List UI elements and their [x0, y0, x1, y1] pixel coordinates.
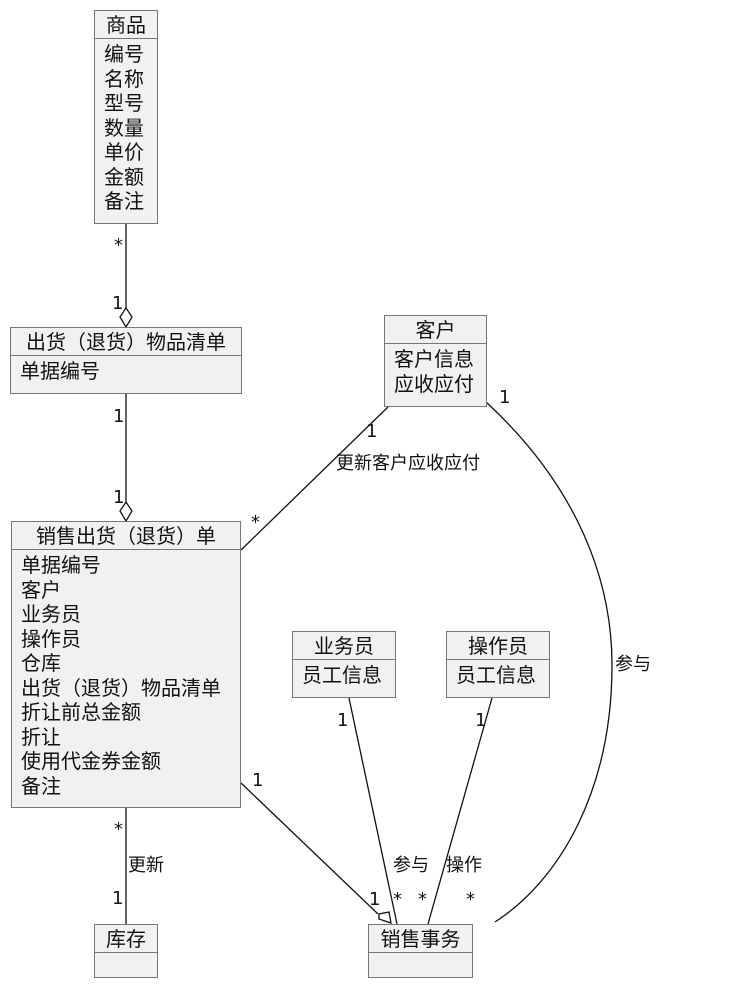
multiplicity-customer-left: 1: [366, 421, 378, 442]
label-participate-customer: 参与: [615, 654, 651, 675]
attribute-list: 客户信息 应收应付: [385, 343, 486, 400]
aggregation-diamond-affair: [378, 911, 392, 924]
multiplicity-affair-operator: *: [418, 889, 427, 910]
class-title: 业务员: [314, 634, 374, 658]
attribute: 出货（退货）物品清单: [21, 675, 221, 700]
assoc-salesman-affair: [348, 697, 398, 925]
multiplicity-customer-right: 1: [499, 387, 511, 408]
class-sales-order: 销售出货（退货）单 单据编号 客户 业务员 操作员 仓库 出货（退货）物品清单 …: [11, 521, 241, 808]
label-update-customer-receivable: 更新客户应收应付: [336, 453, 480, 474]
class-customer: 客户 客户信息 应收应付: [384, 315, 487, 407]
attribute-list: 单据编号 客户 业务员 操作员 仓库 出货（退货）物品清单 折让前总金额 折让 …: [12, 549, 240, 802]
attribute-list: 员工信息: [447, 659, 549, 692]
attribute: 仓库: [21, 651, 61, 675]
label-update-inventory: 更新: [128, 855, 164, 876]
multiplicity-order-customer: *: [251, 512, 260, 533]
attribute: 名称: [104, 66, 144, 91]
assoc-customer-affair: [485, 401, 613, 923]
multiplicity-affair-customer: *: [466, 889, 475, 910]
class-title: 商品: [106, 13, 146, 37]
attribute: 备注: [21, 773, 61, 798]
attribute: 金额: [104, 164, 144, 189]
multiplicity-itemlist-bottom: 1: [113, 406, 125, 427]
assoc-operator-affair: [427, 697, 493, 925]
attribute: 操作员: [21, 626, 81, 651]
class-inventory: 库存: [94, 924, 158, 978]
attribute-list: 员工信息: [293, 659, 395, 692]
label-participate-salesman: 参与: [393, 855, 429, 876]
multiplicity-order-bottom: *: [114, 819, 123, 840]
attribute: 折让: [21, 724, 61, 749]
attribute: 编号: [104, 42, 144, 66]
assoc-order-affair: [240, 782, 379, 915]
attribute-list: 单据编号: [11, 355, 241, 388]
attribute-list: [369, 952, 472, 980]
attribute-list: [95, 952, 157, 980]
attribute: 应收应付: [394, 371, 474, 396]
attribute: 客户: [21, 577, 61, 602]
attribute: 数量: [104, 115, 144, 140]
class-sales-affair: 销售事务: [368, 924, 473, 978]
class-item-list: 出货（退货）物品清单 单据编号: [10, 327, 242, 394]
multiplicity-operator: 1: [475, 710, 487, 731]
attribute: 单据编号: [21, 553, 101, 577]
multiplicity-goods: *: [114, 235, 123, 256]
class-operator: 操作员 员工信息: [446, 631, 550, 698]
attribute: 客户信息: [394, 347, 474, 371]
class-title: 销售事务: [380, 927, 461, 951]
attribute: 备注: [104, 189, 144, 213]
attribute: 业务员: [21, 602, 81, 626]
multiplicity-affair-order: 1: [369, 889, 381, 910]
class-title: 销售出货（退货）单: [36, 524, 216, 548]
attribute: 折让前总金额: [21, 700, 141, 724]
attribute: 员工信息: [302, 663, 382, 687]
class-title: 出货（退货）物品清单: [26, 330, 226, 354]
class-goods: 商品 编号 名称 型号 数量 单价 金额 备注: [94, 10, 158, 224]
multiplicity-inventory: 1: [112, 888, 124, 909]
multiplicity-itemlist-top: 1: [112, 293, 124, 314]
multiplicity-order-affair: 1: [252, 770, 264, 791]
attribute-list: 编号 名称 型号 数量 单价 金额 备注: [95, 38, 157, 218]
attribute: 单价: [104, 140, 144, 164]
multiplicity-order-top: 1: [113, 487, 125, 508]
multiplicity-affair-salesman: *: [393, 889, 402, 910]
class-salesman: 业务员 员工信息: [292, 631, 396, 698]
class-title: 客户: [415, 318, 456, 342]
class-title: 操作员: [468, 634, 528, 658]
assoc-customer-order: [240, 406, 389, 551]
class-title: 库存: [106, 927, 146, 951]
attribute: 单据编号: [20, 359, 100, 383]
attribute: 员工信息: [456, 663, 536, 687]
attribute: 型号: [104, 91, 144, 115]
label-operate: 操作: [446, 855, 482, 876]
multiplicity-salesman: 1: [337, 710, 349, 731]
attribute: 使用代金券金额: [21, 749, 161, 773]
